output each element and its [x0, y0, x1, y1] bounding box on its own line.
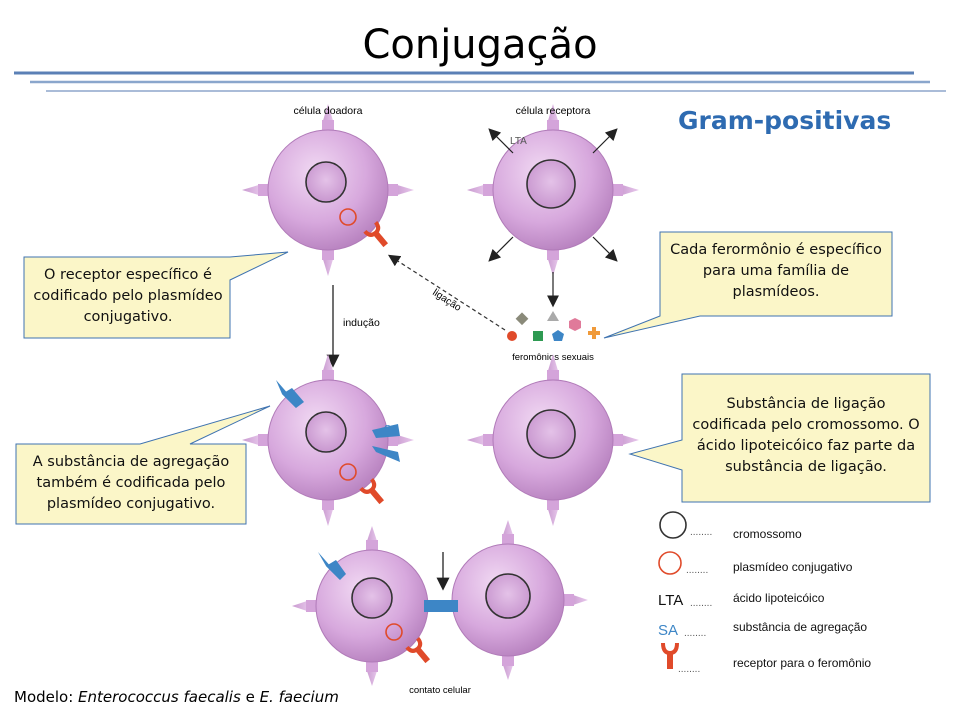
- legend-symbol-lta: LTA: [658, 592, 684, 609]
- footer-prefix: Modelo:: [14, 688, 79, 706]
- pheromone-receptor-top: [363, 221, 389, 248]
- legend: [658, 511, 687, 669]
- aggregation-substance-middle: [276, 380, 400, 462]
- legend-dots-3: ........: [690, 598, 713, 609]
- legend-dots-1: ........: [690, 527, 713, 538]
- callout-pheromone-text: Cada ferormônio é específico para uma fa…: [670, 242, 882, 300]
- legend-label-chromosome: cromossomo: [733, 527, 802, 541]
- recipient-cell-label: célula receptora: [516, 105, 591, 117]
- donor-cell-top: [242, 104, 414, 276]
- callout-receptor: [23, 251, 289, 339]
- footer-model: Modelo: Enterococcus faecalis e E. faeci…: [14, 688, 339, 706]
- contact-bridge: [318, 552, 458, 612]
- lta-label: LTA: [510, 136, 527, 147]
- callout-binding-substance-text: Substância de ligação codificada pelo cr…: [692, 396, 920, 475]
- legend-receptor-symbol: [661, 643, 679, 669]
- pheromone-receptor-middle: [359, 478, 385, 505]
- legend-symbol-sa: SA: [658, 622, 679, 639]
- donor-cell-contact: [292, 526, 429, 686]
- donor-cell-middle: [242, 354, 414, 526]
- pheromone-receptor-contact: [405, 637, 431, 664]
- legend-label-sa: substância de agregação: [733, 620, 868, 634]
- sa-label: SA: [384, 423, 398, 435]
- legend-label-receptor: receptor para o feromônio: [733, 656, 872, 670]
- legend-plasmid-symbol: [658, 551, 682, 575]
- legend-dots-2: ........: [686, 565, 709, 576]
- legend-label-plasmid: plasmídeo conjugativo: [733, 560, 853, 574]
- footer-species-2: E. faecium: [259, 688, 339, 706]
- binding-label: ligação: [430, 287, 463, 314]
- footer-joiner: e: [240, 688, 260, 706]
- footer-species-1: Enterococcus faecalis: [78, 688, 241, 706]
- recipient-cell-middle: [467, 354, 639, 526]
- callout-receptor-text: O receptor específico é codificado pelo …: [33, 267, 223, 325]
- legend-dots-4: ........: [684, 628, 707, 639]
- slide-subtitle: Gram-positivas: [678, 106, 892, 135]
- header-rules: [14, 71, 946, 92]
- legend-chromosome-symbol: [659, 511, 687, 539]
- lta-release-arrows: [488, 128, 618, 262]
- slide-title: Conjugação: [362, 22, 598, 68]
- legend-label-lta: ácido lipoteicóico: [733, 591, 825, 605]
- callout-pheromone: [603, 231, 893, 339]
- callout-binding-substance: [628, 373, 931, 503]
- contact-label: contato celular: [409, 685, 471, 696]
- recipient-cell-contact: [451, 520, 588, 680]
- binding-arrow: [387, 254, 506, 331]
- sex-pheromones: [507, 311, 600, 341]
- legend-dots-5: ........: [678, 664, 701, 675]
- callout-aggregation-text: A substância de agregação também é codif…: [32, 454, 230, 512]
- donor-cell-label: célula doadora: [294, 105, 363, 117]
- induction-label: indução: [343, 317, 380, 329]
- callout-aggregation: [15, 405, 271, 525]
- recipient-cell-top: [467, 104, 639, 276]
